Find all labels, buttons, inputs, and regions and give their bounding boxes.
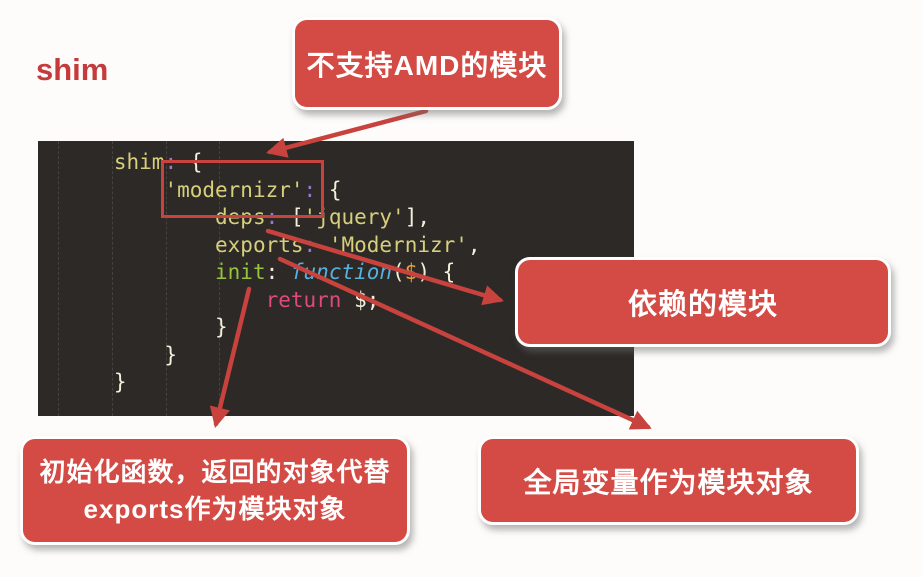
modernizr-highlight-box	[161, 160, 324, 218]
indent-guide	[112, 141, 113, 416]
callout-global-variable-label: 全局变量作为模块对象	[523, 466, 814, 498]
callout-no-amd-module: 不支持AMD的模块	[292, 17, 562, 110]
code-line: deps: ['jquery'],	[215, 205, 430, 229]
callout-init-function-line2: exports作为模块对象	[83, 493, 347, 524]
code-line: shim: {	[113, 150, 203, 174]
code-line: }	[38, 342, 178, 367]
code-line: }	[38, 370, 127, 394]
indent-guide	[166, 141, 167, 416]
callout-dependent-module: 依赖的模块	[515, 257, 891, 347]
indent-guide	[219, 141, 220, 416]
indent-guide	[58, 141, 59, 416]
callout-dependent-module-label: 依赖的模块	[627, 289, 778, 321]
callout-no-amd-module-label: 不支持AMD的模块	[306, 49, 548, 81]
callout-init-function: 初始化函数，返回的对象代替 exports作为模块对象	[20, 436, 410, 545]
code-line: 'modernizr': {	[164, 177, 342, 202]
page-title: shim	[36, 52, 109, 87]
callout-init-function-line1: 初始化函数，返回的对象代替	[39, 456, 391, 487]
code-line: exports: 'Modernizr',	[215, 232, 481, 257]
callout-global-variable: 全局变量作为模块对象	[478, 436, 859, 525]
